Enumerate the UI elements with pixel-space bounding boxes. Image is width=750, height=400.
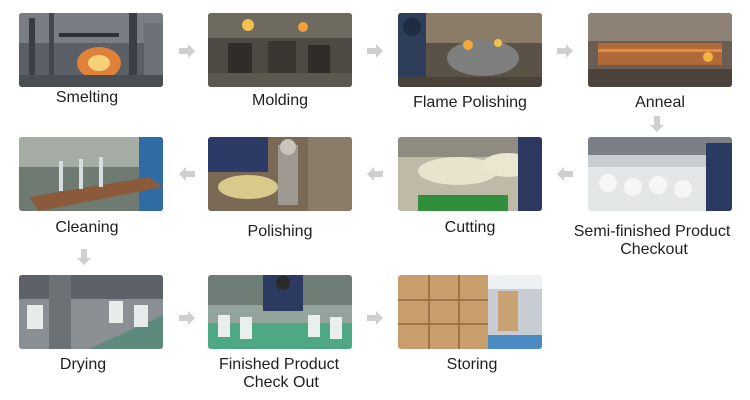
step-label-anneal: Anneal — [635, 94, 685, 111]
polishing-photo — [208, 137, 352, 211]
step-label-semi-finished: Semi-finished Product — [573, 223, 731, 240]
arrow-right-5-icon — [365, 308, 385, 328]
storing-photo — [398, 275, 542, 349]
cutting-photo — [398, 137, 542, 211]
anneal-photo — [588, 13, 732, 87]
flame-polishing-photo — [398, 13, 542, 87]
step-label-finished-product-line2: Check Out — [243, 374, 319, 391]
arrow-right-3-icon — [555, 41, 575, 61]
arrow-down-1-icon — [647, 114, 667, 134]
cleaning-photo — [19, 137, 163, 211]
step-label-flame-polishing: Flame Polishing — [413, 94, 527, 111]
step-label-drying: Drying — [59, 356, 107, 373]
molding-photo — [208, 13, 352, 87]
finished-check-out-photo — [208, 275, 352, 349]
step-label-smelting: Smelting — [55, 89, 119, 106]
arrow-down-2-icon — [74, 247, 94, 267]
step-label-cutting: Cutting — [444, 219, 496, 236]
step-label-finished-product: Finished Product — [218, 356, 340, 373]
arrow-left-3-icon — [177, 164, 197, 184]
step-label-cleaning: Cleaning — [55, 219, 119, 236]
smelting-photo — [19, 13, 163, 87]
arrow-right-1-icon — [177, 41, 197, 61]
arrow-left-1-icon — [555, 164, 575, 184]
arrow-right-4-icon — [177, 308, 197, 328]
arrow-left-2-icon — [365, 164, 385, 184]
step-label-storing: Storing — [446, 356, 498, 373]
drying-photo — [19, 275, 163, 349]
step-label-molding: Molding — [251, 92, 309, 109]
step-label-polishing: Polishing — [247, 223, 313, 240]
step-label-semi-finished-line2: Checkout — [620, 241, 688, 258]
arrow-right-2-icon — [365, 41, 385, 61]
semi-finished-checkout-photo — [588, 137, 732, 211]
